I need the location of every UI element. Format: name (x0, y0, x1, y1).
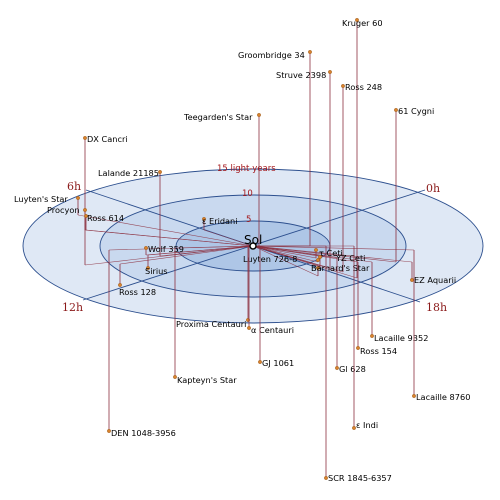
projection-line (252, 245, 338, 259)
ring-labels: 5 10 15 light-years (217, 164, 276, 225)
star-marker (335, 366, 339, 370)
projection-line (119, 245, 254, 265)
star-marker (83, 208, 87, 212)
hour-label-6h: 6h (67, 180, 81, 193)
star-marker (394, 108, 398, 112)
star-marker (328, 70, 332, 74)
projection-line (85, 229, 254, 247)
star-marker (314, 248, 318, 252)
star-label: τ Ceti (319, 248, 343, 258)
star-label: 61 Cygni (398, 106, 434, 116)
projection-line (203, 229, 254, 247)
star-marker (257, 113, 261, 117)
star-label: Ross 614 (87, 213, 124, 223)
star-marker (355, 18, 359, 22)
star-label: Ross 248 (345, 82, 382, 92)
star-label: Groombridge 34 (238, 50, 305, 60)
star-label: DX Cancri (87, 134, 128, 144)
star-label: Proxima Centauri (176, 319, 246, 329)
star-marker (412, 394, 416, 398)
projection-line (252, 245, 317, 259)
star-label: Ross 154 (360, 346, 397, 356)
ring-label-10: 10 (242, 189, 253, 199)
star-label: Struve 2398 (276, 70, 326, 80)
star-marker (173, 375, 177, 379)
star-marker (316, 258, 320, 262)
star-marker (247, 326, 251, 330)
sol-label: Sol (244, 233, 262, 247)
star-label: YZ Ceti (335, 253, 365, 263)
star-marker (352, 426, 356, 430)
star-marker (356, 346, 360, 350)
projection-line (252, 245, 413, 263)
projection-line (147, 245, 254, 256)
star-label: ε Indi (356, 420, 378, 430)
star-label: Gl 628 (339, 364, 366, 374)
star-label: SCR 1845-6357 (328, 473, 392, 483)
star-marker (318, 255, 322, 259)
star-marker (107, 429, 111, 433)
star-marker (258, 360, 262, 364)
projection-line (252, 245, 319, 277)
hour-label-12h: 12h (62, 301, 83, 314)
star-marker (76, 196, 80, 200)
star-label: α Centauri (251, 325, 294, 335)
projection-line (159, 245, 254, 257)
star-label: EZ Aquarii (414, 275, 456, 285)
projection-line (252, 245, 415, 251)
star-label: Kapteyn's Star (177, 375, 237, 385)
star-label: DEN 1048-3956 (111, 428, 176, 438)
projection-line (252, 245, 319, 263)
star-label: Lacaille 8760 (416, 392, 470, 402)
star-marker (158, 170, 162, 174)
star-marker (324, 476, 328, 480)
star-marker (84, 214, 88, 218)
star-label: Luyten 726-8 (243, 254, 297, 264)
star-marker (146, 266, 150, 270)
star-marker (144, 246, 148, 250)
star-label: Wolf 359 (148, 244, 184, 254)
hour-label-18h: 18h (426, 301, 447, 314)
star-label: Procyon (47, 205, 80, 215)
star-label: Sirius (145, 266, 168, 276)
hour-labels: 0h 6h 12h 18h (62, 180, 447, 314)
star-marker (341, 84, 345, 88)
projection-line (252, 245, 321, 267)
hour-label-0h: 0h (426, 182, 440, 195)
star-label: Kruger 60 (342, 18, 383, 28)
star-marker (316, 266, 320, 270)
star-label: ε Eridani (202, 216, 238, 226)
sol-marker (249, 242, 257, 250)
star-marker (202, 217, 206, 221)
projection-line (77, 214, 254, 247)
sol: Sol (244, 233, 262, 250)
star-label: Lalande 21185 (98, 168, 159, 178)
star-marker (308, 50, 312, 54)
star-marker (83, 136, 87, 140)
star-label: GJ 1061 (262, 358, 294, 368)
star-label: Barnard's Star (311, 263, 370, 273)
ring-label-15: 15 light-years (217, 164, 276, 174)
projection-lines (77, 214, 415, 279)
ring-label-5: 5 (246, 215, 251, 225)
star-label: Ross 128 (119, 287, 156, 297)
star-marker (370, 334, 374, 338)
star-label: Luyten's Star (14, 194, 68, 204)
star-label: Lacaille 9352 (374, 333, 428, 343)
star-marker (118, 283, 122, 287)
projection-line (108, 245, 254, 251)
star-label: Teegarden's Star (183, 112, 253, 122)
